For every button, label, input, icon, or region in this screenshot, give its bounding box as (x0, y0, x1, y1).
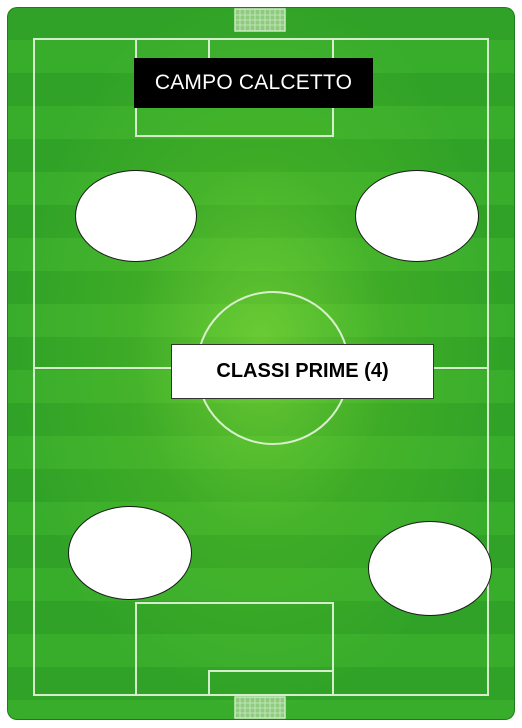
player-position-bottom-left[interactable] (68, 506, 192, 600)
top-goal-net (235, 9, 285, 31)
player-position-top-left[interactable] (75, 170, 197, 262)
field-title: CAMPO CALCETTO (134, 58, 373, 108)
bottom-penalty-area (136, 603, 333, 695)
bottom-goal-net (235, 697, 285, 718)
class-label: CLASSI PRIME (4) (171, 344, 434, 399)
player-position-bottom-right[interactable] (368, 521, 492, 616)
player-position-top-right[interactable] (355, 170, 479, 262)
bottom-goal-area (209, 671, 333, 695)
